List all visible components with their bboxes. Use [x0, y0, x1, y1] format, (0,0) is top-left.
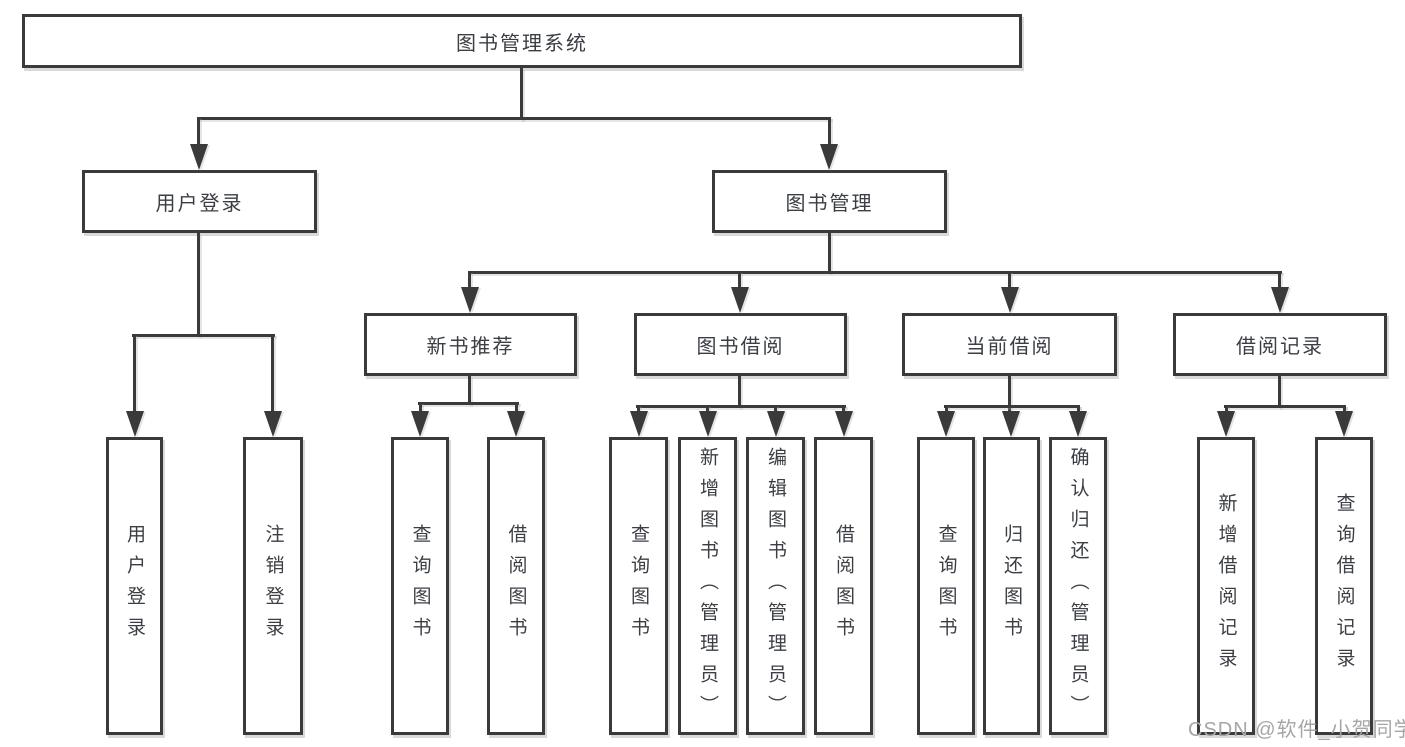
arrowhead-borrow — [731, 287, 749, 313]
connector-drop-g3l4 — [842, 405, 845, 415]
connector-drop-logout — [271, 334, 274, 414]
arrowhead-g3l3 — [767, 411, 785, 437]
node-book-management: 图书管理 — [712, 170, 947, 233]
arrowhead-records — [1271, 287, 1289, 313]
leaf-add-book-admin: 新增图书（管理员） — [678, 437, 737, 735]
csdn-watermark: CSDN @软件_小贺同学 — [1188, 719, 1405, 741]
arrowhead-g2l2 — [507, 411, 525, 437]
connector-login-stub — [197, 233, 200, 336]
arrowhead-newbook — [461, 287, 479, 313]
arrowhead-g4l1 — [937, 411, 955, 437]
leaf-logout: 注销登录 — [243, 437, 303, 735]
connector-drop-g3l1 — [637, 405, 640, 415]
leaf-borrow-book-recommend: 借阅图书 — [487, 437, 545, 735]
leaf-add-borrow-record: 新增借阅记录 — [1197, 437, 1255, 735]
connector-drop-g2l2 — [515, 402, 518, 414]
leaf-edit-book-admin: 编辑图书（管理员） — [746, 437, 805, 735]
connector-borrow-stub — [738, 376, 741, 408]
arrowhead-g4l3 — [1069, 411, 1087, 437]
arrowhead-logout — [264, 411, 282, 437]
connector-records-stub — [1278, 376, 1281, 408]
leaf-query-book-current: 查询图书 — [917, 437, 975, 735]
connector-root-stub — [520, 68, 523, 120]
leaf-query-book-borrow: 查询图书 — [609, 437, 668, 735]
leaf-return-book: 归还图书 — [983, 437, 1040, 735]
node-user-login: 用户登录 — [82, 170, 317, 233]
connector-drop-userlogin — [133, 334, 136, 414]
node-current-borrowing: 当前借阅 — [902, 313, 1117, 376]
node-new-book-recommend: 新书推荐 — [364, 313, 577, 376]
connector-drop-g5l1 — [1225, 405, 1228, 415]
arrowhead-g3l2 — [699, 411, 717, 437]
arrowhead-g3l1 — [630, 411, 648, 437]
arrowhead-userlogin — [126, 411, 144, 437]
node-book-borrowing: 图书借阅 — [634, 313, 847, 376]
connector-drop-borrow — [738, 271, 741, 291]
connector-drop-mgmt — [828, 117, 831, 149]
arrowhead-g3l4 — [835, 411, 853, 437]
connector-newbook-rail — [418, 402, 519, 405]
leaf-user-login: 用户登录 — [106, 437, 163, 735]
connector-l2-rail — [197, 117, 831, 120]
connector-records-rail — [1224, 405, 1346, 408]
connector-drop-newbook — [468, 271, 471, 291]
connector-drop-g4l3 — [1077, 405, 1080, 415]
connector-drop-g2l1 — [419, 402, 422, 414]
connector-borrow-rail — [636, 405, 846, 408]
connector-drop-current — [1008, 271, 1011, 291]
node-borrowing-records: 借阅记录 — [1173, 313, 1387, 376]
arrowhead-g5l1 — [1217, 411, 1235, 437]
connector-drop-login — [197, 117, 200, 149]
connector-drop-g3l2 — [706, 405, 709, 415]
connector-drop-g3l3 — [774, 405, 777, 415]
leaf-borrow-book: 借阅图书 — [814, 437, 873, 735]
arrowhead-g4l2 — [1002, 411, 1020, 437]
connector-current-stub — [1008, 376, 1011, 415]
connector-drop-g5l2 — [1343, 405, 1346, 415]
connector-current-rail — [944, 405, 1080, 408]
connector-login-rail — [132, 334, 275, 337]
node-library-management-system: 图书管理系统 — [22, 14, 1022, 68]
leaf-confirm-return-admin: 确认归还（管理员） — [1049, 437, 1107, 735]
connector-mgmt-stub — [828, 233, 831, 273]
arrowhead-login — [190, 144, 208, 170]
arrowhead-g2l1 — [411, 411, 429, 437]
leaf-query-book-recommend: 查询图书 — [391, 437, 449, 735]
leaf-query-borrow-record: 查询借阅记录 — [1315, 437, 1373, 735]
connector-drop-records — [1278, 271, 1281, 291]
connector-newbook-stub — [468, 376, 471, 405]
arrowhead-current — [1001, 287, 1019, 313]
connector-l3-rail — [468, 271, 1282, 274]
arrowhead-mgmt — [820, 144, 838, 170]
arrowhead-g5l2 — [1335, 411, 1353, 437]
connector-drop-g4l1 — [945, 405, 948, 415]
